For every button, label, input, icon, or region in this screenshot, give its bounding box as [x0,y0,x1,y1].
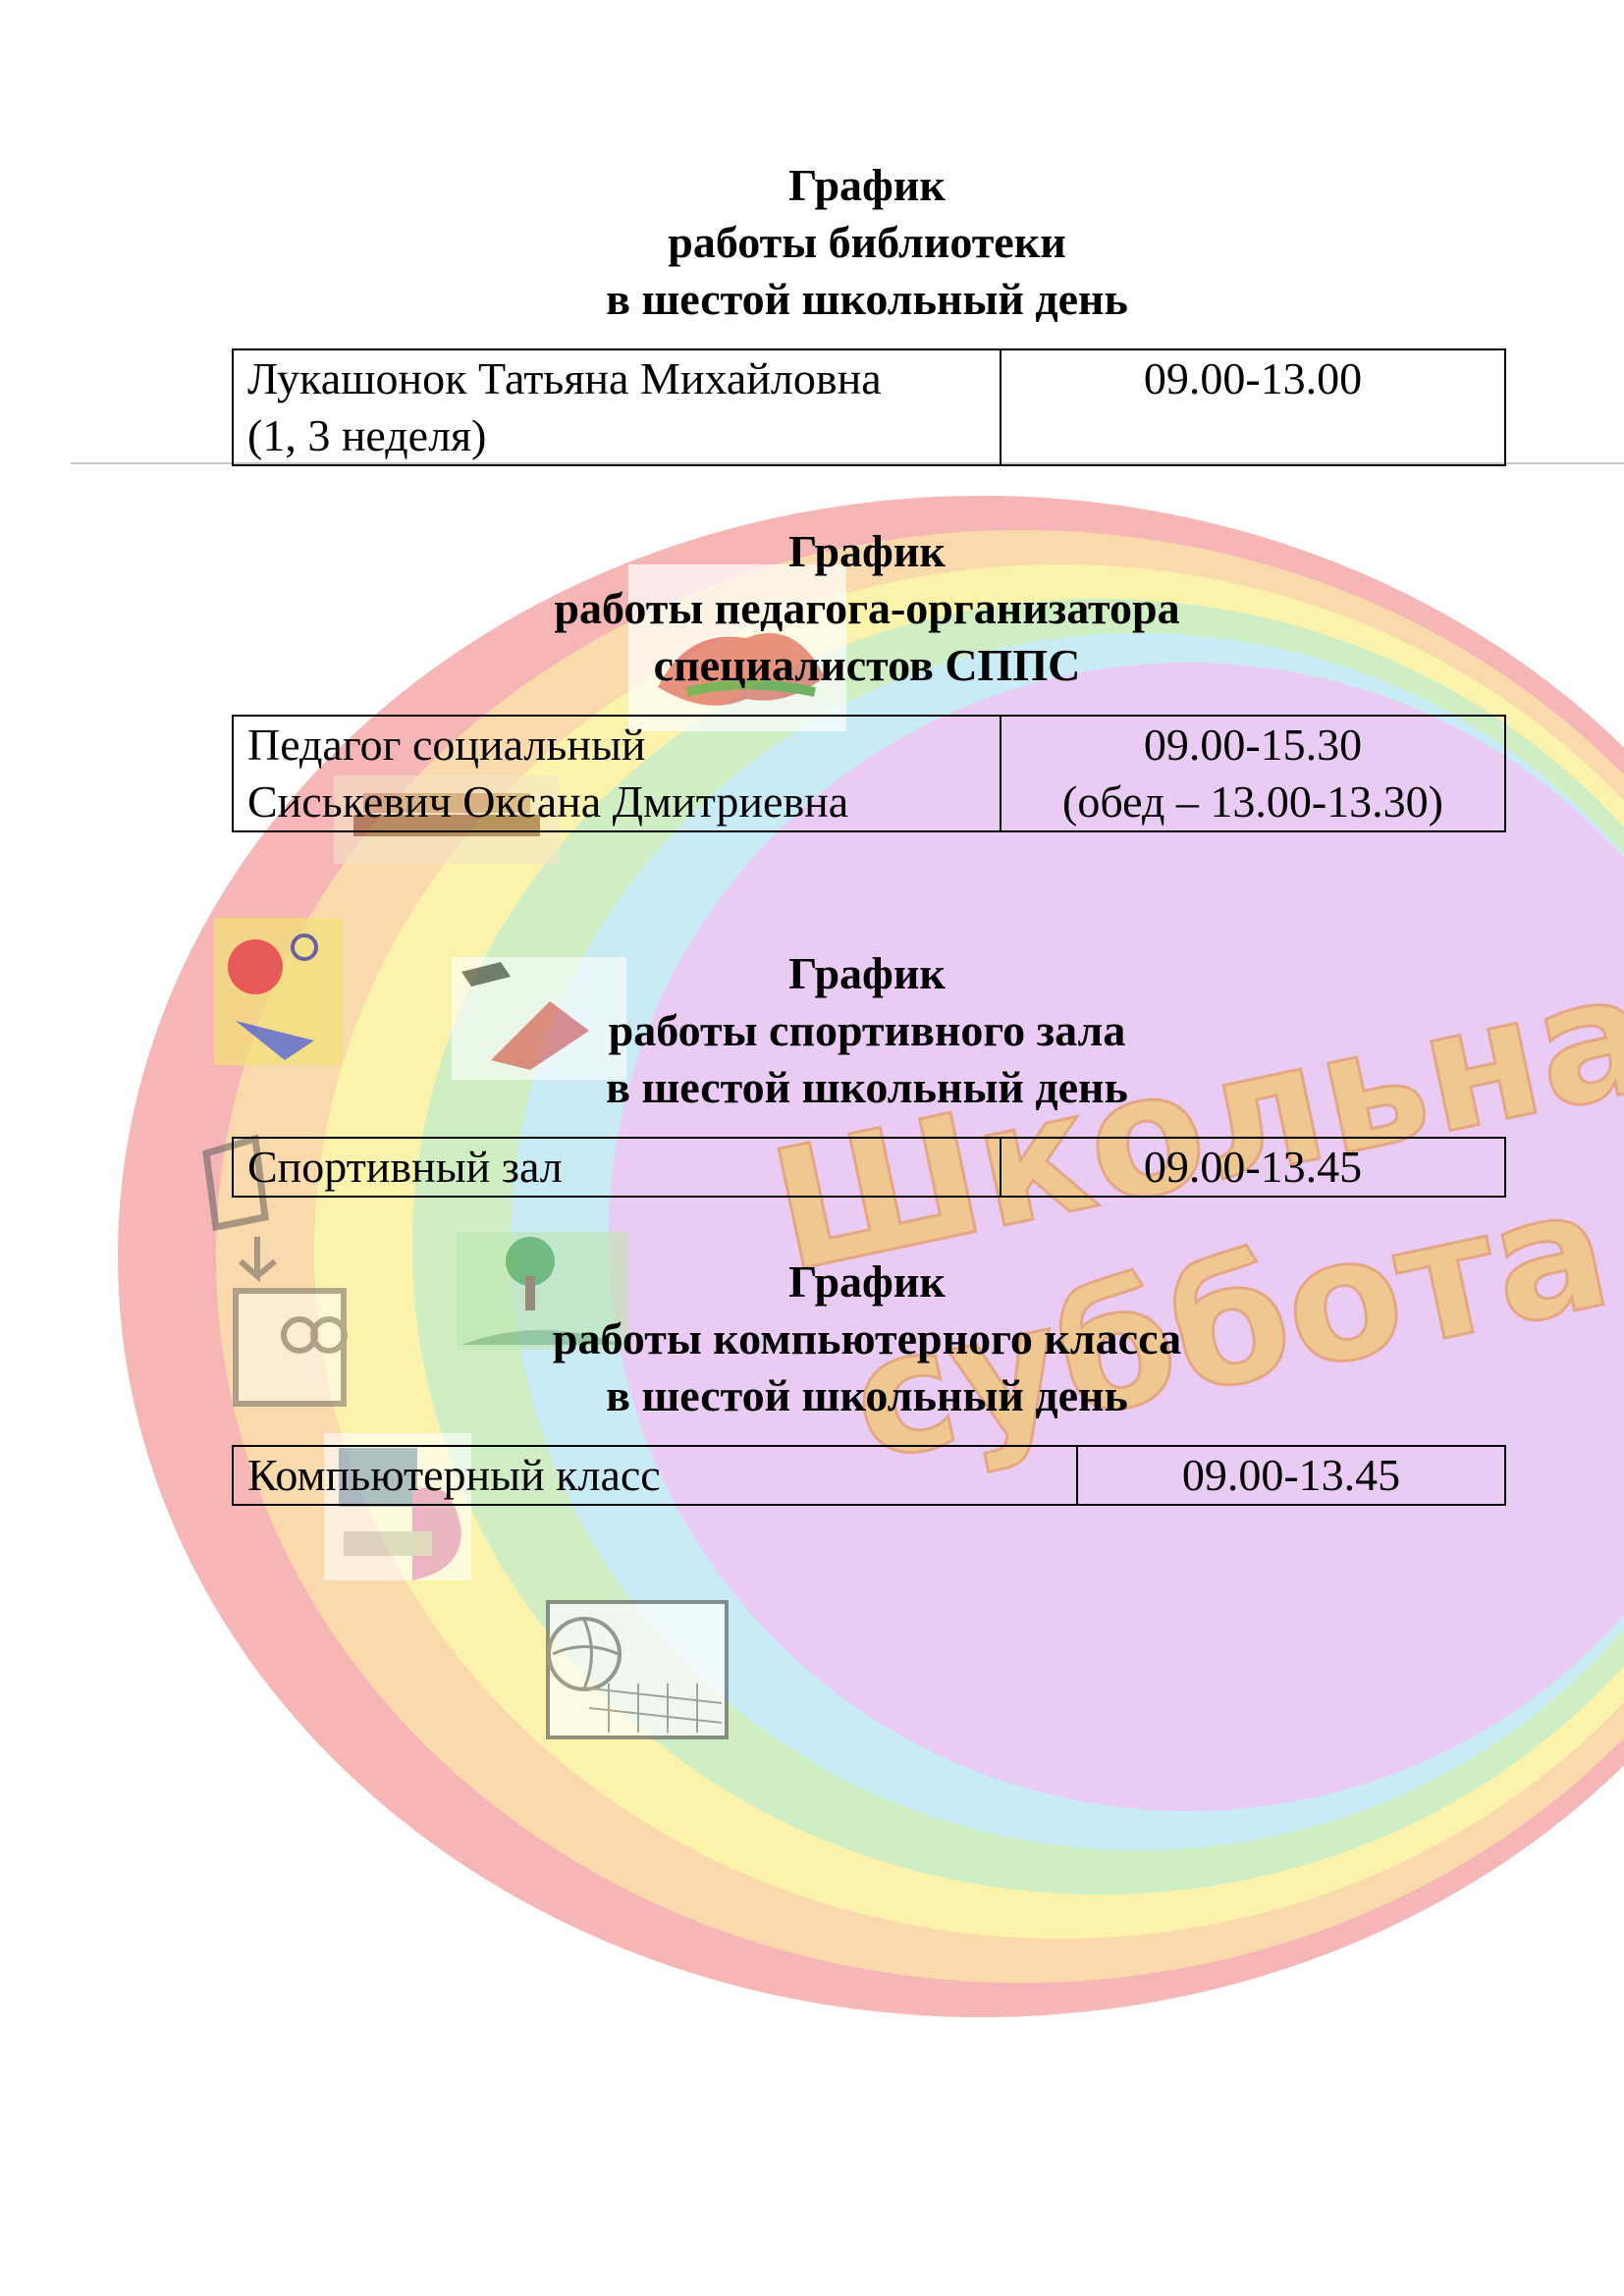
heading-line: специалистов СППС [653,640,1081,690]
heading-line: работы библиотеки [668,217,1066,267]
heading-line: График [788,160,946,210]
name-line: (1, 3 неделя) [247,410,487,460]
hours-line: 09.00-13.00 [1143,353,1363,403]
table-row: Педагог социальный Сиськевич Оксана Дмит… [232,715,1506,832]
name-line: Спортивный зал [247,1142,563,1192]
library-schedule-heading: График работы библиотеки в шестой школьн… [230,157,1504,328]
table-row: Лукашонок Татьяна Михайловна (1, 3 недел… [232,348,1506,466]
rainbow-violet-disc [609,663,1624,1811]
heading-line: График [788,948,946,998]
organizer-schedule-heading: График работы педагога-организатора спец… [230,523,1504,694]
organizer-schedule-table: Педагог социальный Сиськевич Оксана Дмит… [232,715,1506,832]
room-name-cell: Компьютерный класс [232,1445,1078,1506]
working-hours-cell: 09.00-13.00 [1000,348,1506,466]
working-hours-cell: 09.00-13.45 [1076,1445,1506,1506]
staff-name-cell: Педагог социальный Сиськевич Оксана Дмит… [232,715,1001,832]
heading-line: в шестой школьный день [606,274,1128,324]
heading-line: работы компьютерного класса [552,1313,1182,1363]
computer-class-schedule-heading: График работы компьютерного класса в шес… [230,1254,1504,1424]
heading-line: работы педагога-организатора [554,583,1180,633]
heading-line: работы спортивного зала [608,1005,1126,1055]
landscape-icon [457,1232,628,1350]
name-line: Сиськевич Оксана Дмитриевна [247,776,849,827]
room-name-cell: Спортивный зал [232,1137,1001,1198]
working-hours-cell: 09.00-13.45 [1000,1137,1506,1198]
face-icon [233,1288,348,1407]
hours-line: 09.00-13.45 [1143,1142,1363,1192]
heading-line: График [788,1256,946,1307]
balloon-icon [214,918,342,1065]
heading-line: в шестой школьный день [606,1370,1128,1420]
heading-line: График [788,526,946,576]
table-row: Спортивный зал 09.00-13.45 [232,1137,1506,1198]
staff-name-cell: Лукашонок Татьяна Михайловна (1, 3 недел… [232,348,1001,466]
name-line: Педагог социальный [247,720,646,770]
name-line: Лукашонок Татьяна Михайловна [247,353,882,403]
computer-class-schedule-table: Компьютерный класс 09.00-13.45 [232,1445,1506,1506]
hours-line: 09.00-15.30 [1143,720,1363,770]
belarus-map-icon [628,564,846,731]
hours-line: (обед – 13.00-13.30) [1062,776,1443,827]
table-row: Компьютерный класс 09.00-13.45 [232,1445,1506,1506]
volleyball-icon [546,1600,729,1739]
name-line: Компьютерный класс [247,1450,661,1500]
library-schedule-table: Лукашонок Татьяна Михайловна (1, 3 недел… [232,348,1506,466]
heading-line: в шестой школьный день [606,1062,1128,1112]
sports-hall-schedule-table: Спортивный зал 09.00-13.45 [232,1137,1506,1198]
hours-line: 09.00-13.45 [1181,1450,1401,1500]
sports-hall-schedule-heading: График работы спортивного зала в шестой … [230,945,1504,1116]
graduation-icon [452,957,626,1080]
working-hours-cell: 09.00-15.30 (обед – 13.00-13.30) [1000,715,1506,832]
